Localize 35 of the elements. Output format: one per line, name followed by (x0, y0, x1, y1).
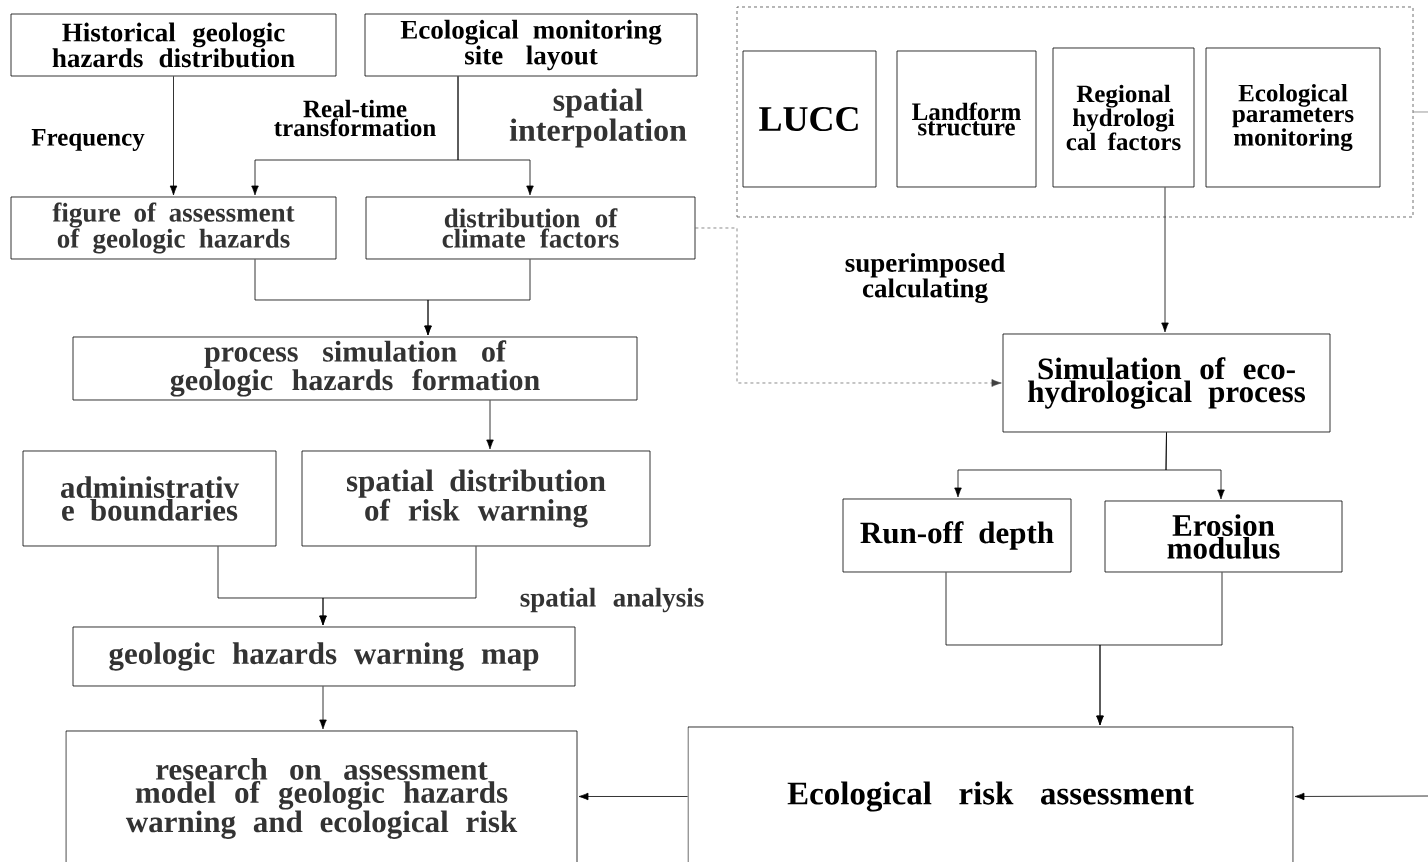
process-box: Ecological risk assessment (687, 726, 1294, 862)
process-box: LUCC (742, 50, 877, 188)
arrow (424, 259, 531, 336)
arrow (695, 227, 1002, 387)
process-box: Ecological monitoring site layout (364, 13, 698, 77)
process-box: distribution of climate factors (365, 196, 696, 260)
arrow (319, 686, 327, 730)
edge-label: Frequency (30, 128, 146, 152)
process-box: Erosion modulus (1104, 500, 1343, 573)
arrow (1161, 187, 1169, 333)
process-box: figure of assessment of geologic hazards (10, 196, 337, 260)
process-box: Simulation of eco- hydrological process (1002, 333, 1331, 433)
group-frame (736, 6, 1414, 218)
process-box: administrativ e boundaries (22, 450, 277, 547)
annotation-text: superimposed calculating (845, 252, 1005, 304)
process-box: Historical geologic hazards distribution (10, 13, 337, 77)
process-box: Ecological parameters monitoring (1205, 47, 1381, 188)
process-box: Regional hydrologi cal factors (1052, 47, 1195, 188)
process-box: spatial distribution of risk warning (301, 450, 651, 547)
arrow (457, 76, 534, 196)
process-box: geologic hazards warning map (72, 626, 576, 687)
process-box: process simulation of geologic hazards formation (72, 336, 638, 401)
process-box: Run-off depth (842, 498, 1072, 573)
process-box: Landform structure (896, 50, 1037, 188)
annotation-text: spatial analysis (520, 587, 704, 613)
arrow (1096, 572, 1223, 726)
arrow (169, 76, 178, 196)
arrow (1294, 792, 1428, 801)
arrow (319, 546, 477, 626)
arrow (578, 792, 688, 801)
arrow (486, 400, 494, 450)
arrow (1165, 432, 1225, 500)
process-box: research on assessment model of geologic hazards warning and ecological risk (65, 730, 578, 862)
annotation-text: spatial interpolation (509, 88, 687, 148)
annotation-text: Real-time transformation (274, 99, 436, 137)
